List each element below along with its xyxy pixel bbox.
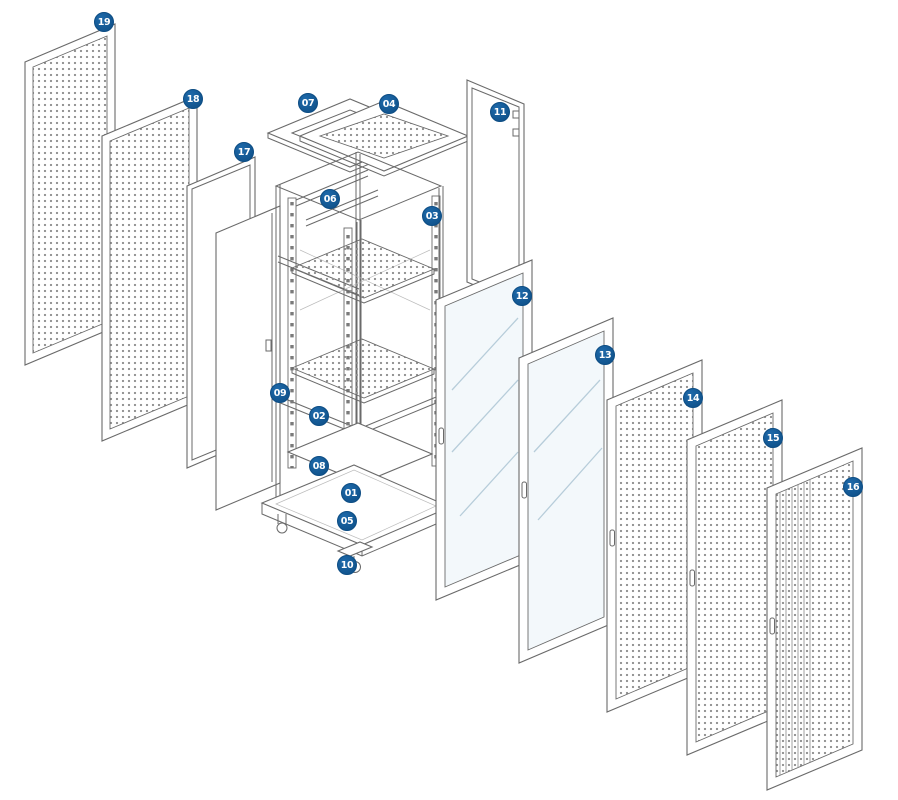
door-12-handle: [438, 427, 444, 445]
part-badge-04: 04: [379, 94, 399, 114]
shelf-upper: [290, 238, 436, 304]
framed-door-13: [518, 317, 614, 664]
shelf-lower: [290, 338, 436, 404]
perforated-door-14: [606, 359, 703, 713]
part-badge-17: 17: [234, 142, 254, 162]
part-badge-10: 10: [337, 555, 357, 575]
part-badge-15: 15: [763, 428, 783, 448]
part-badge-13: 13: [595, 345, 615, 365]
perforated-rear-panel-19: [24, 23, 116, 366]
perforated-door-15: [686, 399, 783, 756]
part-badge-01: 01: [341, 483, 361, 503]
part-badge-18: 18: [183, 89, 203, 109]
part-badge-03: 03: [422, 206, 442, 226]
door-15-handle: [689, 569, 695, 587]
door-13-handle: [521, 481, 527, 499]
mounting-rail-left: [287, 197, 297, 469]
door-16-louvers: [779, 479, 811, 775]
part-badge-05: 05: [337, 511, 357, 531]
glass-door-12: [435, 259, 533, 601]
part-badge-14: 14: [683, 388, 703, 408]
part-badge-02: 02: [309, 406, 329, 426]
caster-left: [276, 514, 288, 534]
perforated-rear-panel-18: [101, 95, 198, 442]
part-badge-06: 06: [320, 189, 340, 209]
part-badge-11: 11: [490, 102, 510, 122]
part-badge-09: 09: [270, 383, 290, 403]
door-14-handle: [609, 529, 615, 547]
door-16-handle: [769, 617, 775, 635]
part-badge-12: 12: [512, 286, 532, 306]
perforated-door-16: [766, 447, 863, 791]
part-badge-08: 08: [309, 456, 329, 476]
part-badge-07: 07: [298, 93, 318, 113]
part-badge-16: 16: [843, 477, 863, 497]
top-cover: [298, 100, 470, 177]
part-badge-19: 19: [94, 12, 114, 32]
